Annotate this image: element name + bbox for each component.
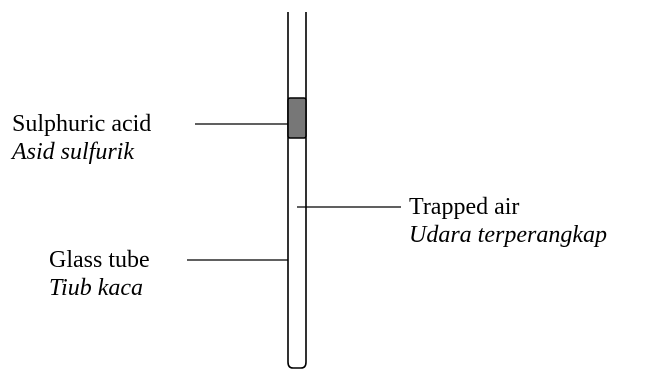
sulphuric-acid-label-malay: Asid sulfurik bbox=[12, 139, 135, 165]
sulphuric-acid-label: Sulphuric acid Asid sulfurik bbox=[12, 110, 151, 166]
trapped-air-label-malay: Udara terperangkap bbox=[409, 222, 607, 248]
sulphuric-acid-plug bbox=[287, 97, 307, 139]
glass-tube-wall bbox=[287, 12, 307, 369]
trapped-air-label-english: Trapped air bbox=[409, 194, 520, 220]
trapped-air-label: Trapped air Udara terperangkap bbox=[409, 193, 607, 249]
glass-tube-label-malay: Tiub kaca bbox=[49, 275, 143, 301]
glass-tube-label: Glass tube Tiub kaca bbox=[49, 246, 150, 302]
glass-tube-label-english: Glass tube bbox=[49, 247, 150, 273]
sulphuric-acid-label-english: Sulphuric acid bbox=[12, 111, 152, 137]
